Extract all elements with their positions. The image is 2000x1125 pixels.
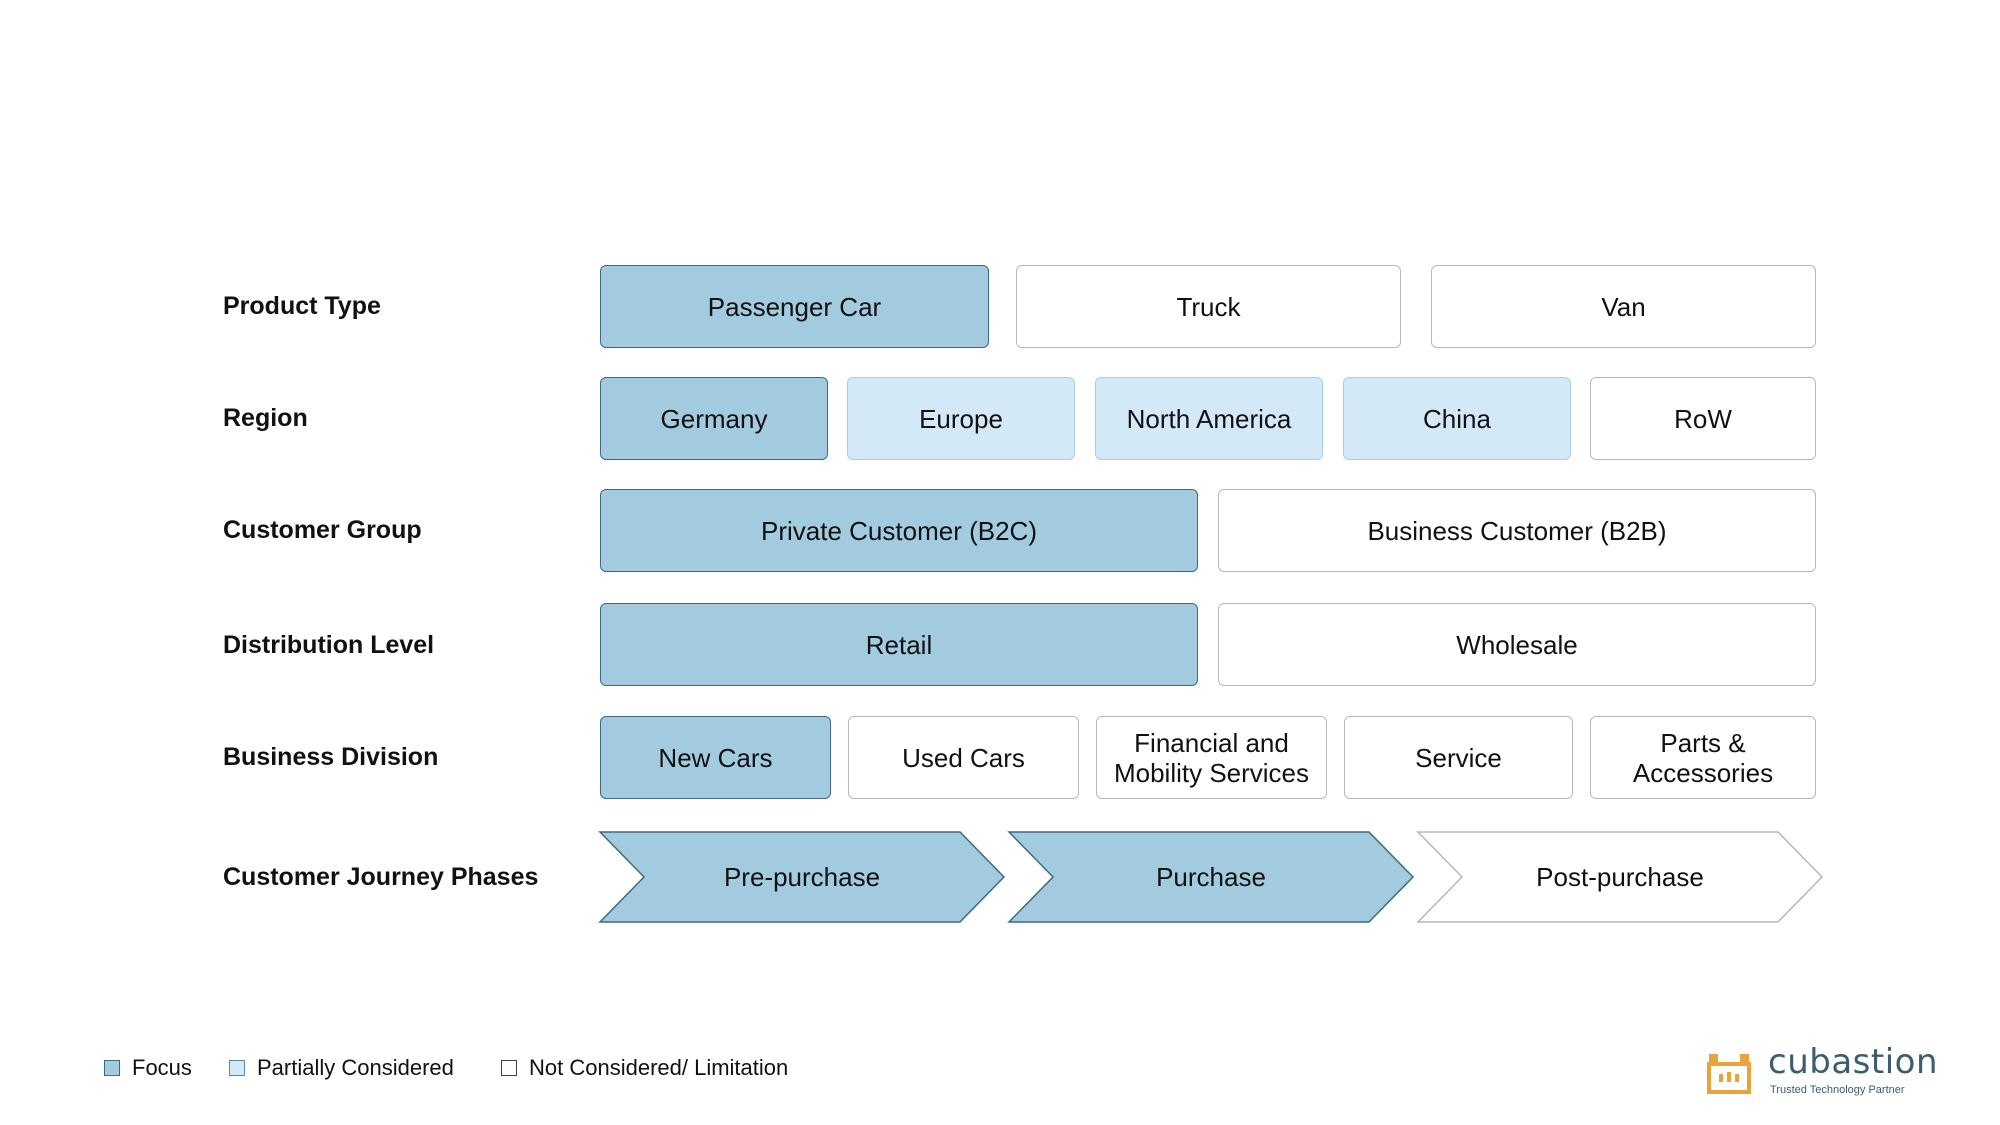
product-type-passenger-car: Passenger Car — [600, 265, 989, 348]
product-type-van: Van — [1431, 265, 1816, 348]
row-label-distribution-level: Distribution Level — [223, 631, 435, 659]
region-germany: Germany — [600, 377, 828, 460]
legend-swatch-partial — [229, 1060, 245, 1076]
distribution-retail: Retail — [600, 603, 1198, 686]
distribution-wholesale: Wholesale — [1218, 603, 1816, 686]
legend-swatch-none — [501, 1060, 517, 1076]
row-label-business-division: Business Division — [223, 743, 439, 771]
row-label-customer-journey: Customer Journey Phases — [223, 863, 539, 891]
division-new-cars: New Cars — [600, 716, 831, 799]
region-row: RoW — [1590, 377, 1816, 460]
legend-swatch-focus — [104, 1060, 120, 1076]
legend-none: Not Considered/ Limitation — [501, 1055, 788, 1081]
legend-label-partial: Partially Considered — [257, 1055, 454, 1080]
row-label-product-type: Product Type — [223, 292, 381, 320]
region-china: China — [1343, 377, 1571, 460]
row-label-customer-group: Customer Group — [223, 516, 422, 544]
region-north-america: North America — [1095, 377, 1323, 460]
legend-focus: Focus — [104, 1055, 192, 1081]
legend-label-focus: Focus — [132, 1055, 192, 1080]
legend-partial: Partially Considered — [229, 1055, 454, 1081]
phase-label-purchase: Purchase — [1156, 862, 1266, 892]
product-type-truck: Truck — [1016, 265, 1401, 348]
region-europe: Europe — [847, 377, 1075, 460]
chevron-pre-purchase — [598, 831, 1006, 923]
cubastion-logo: cubastion Trusted Technology Partner — [1706, 1042, 1938, 1098]
division-used-cars: Used Cars — [848, 716, 1079, 799]
chevron-post-purchase — [1416, 831, 1824, 923]
logo-tagline: Trusted Technology Partner — [1770, 1084, 1905, 1096]
chevron-purchase — [1007, 831, 1415, 923]
phase-label-pre-purchase: Pre-purchase — [724, 862, 880, 892]
row-label-region: Region — [223, 404, 308, 432]
phase-label-post-purchase: Post-purchase — [1536, 862, 1704, 892]
legend-label-none: Not Considered/ Limitation — [529, 1055, 789, 1080]
cubastion-logo-icon — [1707, 1054, 1751, 1094]
customer-group-b2b: Business Customer (B2B) — [1218, 489, 1816, 572]
division-parts-accessories: Parts &Accessories — [1590, 716, 1816, 799]
division-service: Service — [1344, 716, 1573, 799]
customer-group-b2c: Private Customer (B2C) — [600, 489, 1198, 572]
logo-wordmark: cubastion — [1768, 1042, 1939, 1082]
